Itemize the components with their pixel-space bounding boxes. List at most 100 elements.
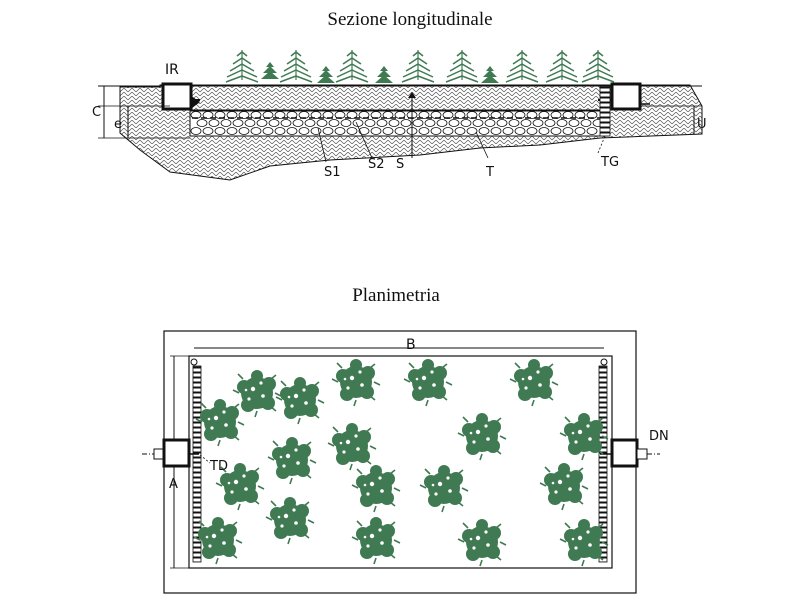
gravel-pebble — [316, 119, 328, 127]
gravel-pebble — [586, 127, 598, 135]
gravel-pebble — [430, 127, 442, 135]
gravel-pebble — [364, 119, 376, 127]
label-s: S — [396, 157, 404, 172]
plan-title: Planimetria — [352, 285, 440, 306]
label-ir: IR — [165, 62, 179, 78]
conifer-tree-icon — [445, 49, 479, 83]
small-tree-icon — [375, 66, 393, 83]
gravel-pebble — [352, 119, 364, 127]
gravel-pebble — [394, 127, 406, 135]
gravel-pebble — [412, 119, 424, 127]
gravel-pebble — [544, 119, 556, 127]
gravel-pebble — [376, 119, 388, 127]
conifer-tree-icon — [545, 49, 579, 83]
label-a: A — [169, 477, 178, 492]
plan-outlet-well — [600, 438, 660, 468]
gravel-pebble — [244, 119, 256, 127]
gravel-pebble — [292, 119, 304, 127]
gravel-pebble — [472, 119, 484, 127]
label-td: TD — [209, 459, 228, 474]
gravel-pebble — [274, 127, 286, 135]
gravel-pebble — [436, 119, 448, 127]
gravel-pebble — [370, 127, 382, 135]
gravel-pebble — [460, 119, 472, 127]
conifer-tree-icon — [505, 49, 539, 83]
label-c: C — [92, 105, 101, 120]
section-vegetation — [225, 49, 615, 83]
gravel-pebble — [562, 127, 574, 135]
gravel-pebble — [202, 127, 214, 135]
conifer-tree-icon — [581, 49, 615, 83]
gravel-pebble — [418, 127, 430, 135]
gravel-pebble — [580, 119, 592, 127]
label-u: U — [697, 117, 707, 132]
gravel-pebble — [238, 127, 250, 135]
left-dispersing-pipe — [192, 365, 202, 563]
small-tree-icon — [481, 66, 499, 83]
label-tg: TG — [600, 155, 619, 170]
gravel-pebble — [466, 127, 478, 135]
gravel-pebble — [220, 119, 232, 127]
gravel-pebble — [442, 127, 454, 135]
gravel-pebble — [322, 127, 334, 135]
gravel-pebble — [346, 127, 358, 135]
gravel-pebble — [298, 127, 310, 135]
gravel-pebble — [304, 119, 316, 127]
section-drawing — [98, 82, 703, 181]
outlet-inspection-well — [598, 82, 650, 137]
label-s2: S2 — [368, 157, 385, 172]
gravel-pebble — [286, 127, 298, 135]
gravel-pebble — [454, 127, 466, 135]
label-b: B — [406, 337, 416, 353]
gravel-pebble — [520, 119, 532, 127]
gravel-pebble — [568, 119, 580, 127]
gravel-pebble — [256, 119, 268, 127]
gravel-pebble — [214, 127, 226, 135]
gravel-pebble — [550, 127, 562, 135]
conifer-tree-icon — [279, 49, 313, 83]
gravel-pebble — [250, 127, 262, 135]
gravel-pebble — [268, 119, 280, 127]
gravel-pebble — [232, 119, 244, 127]
gravel-pebble — [190, 127, 202, 135]
label-s1: S1 — [324, 165, 341, 180]
gravel-pebble — [490, 127, 502, 135]
small-tree-icon — [317, 66, 335, 83]
gravel-pebble — [556, 119, 568, 127]
gravel-pebble — [334, 127, 346, 135]
label-t: T — [485, 165, 494, 180]
label-dn: DN — [649, 429, 669, 444]
small-tree-icon — [261, 62, 279, 79]
gravel-pebble — [424, 119, 436, 127]
gravel-pebble — [496, 119, 508, 127]
gravel-pebbles — [190, 111, 604, 135]
conifer-tree-icon — [401, 49, 435, 83]
gravel-pebble — [358, 127, 370, 135]
plan-inlet-well — [142, 438, 199, 468]
gravel-pebble — [226, 127, 238, 135]
gravel-pebble — [388, 119, 400, 127]
gravel-pebble — [340, 119, 352, 127]
gravel-pebble — [514, 127, 526, 135]
conifer-tree-icon — [335, 49, 369, 83]
section-title: Sezione longitudinale — [327, 9, 492, 30]
gravel-pebble — [382, 127, 394, 135]
gravel-pebble — [538, 127, 550, 135]
gravel-pebble — [400, 119, 412, 127]
gravel-pebble — [262, 127, 274, 135]
gravel-pebble — [532, 119, 544, 127]
gravel-pebble — [484, 119, 496, 127]
gravel-pebble — [280, 119, 292, 127]
conifer-tree-icon — [225, 49, 259, 83]
gravel-pebble — [478, 127, 490, 135]
gravel-pebble — [208, 119, 220, 127]
label-e: e — [114, 117, 122, 132]
inlet-inspection-well — [161, 82, 200, 111]
right-dispersing-pipe — [598, 365, 608, 563]
gravel-pebble — [526, 127, 538, 135]
gravel-pebble — [328, 119, 340, 127]
gravel-pebble — [502, 127, 514, 135]
gravel-pebble — [574, 127, 586, 135]
gravel-pebble — [196, 119, 208, 127]
